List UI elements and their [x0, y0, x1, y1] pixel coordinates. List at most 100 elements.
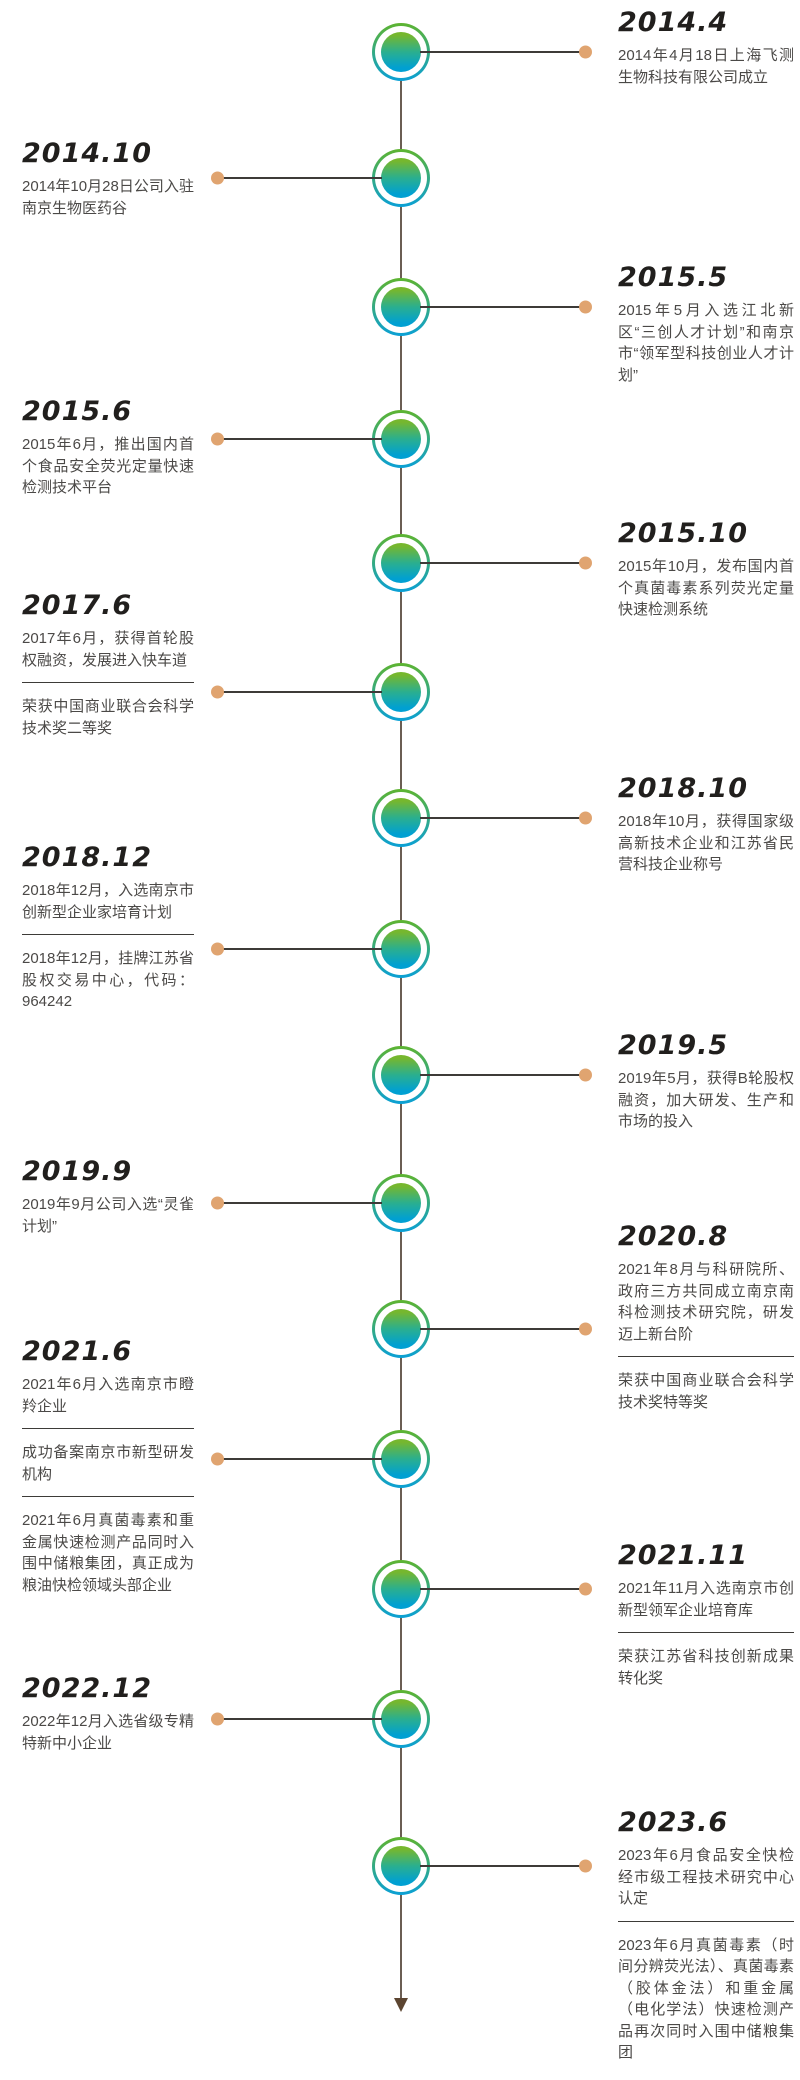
node-gap — [375, 537, 427, 589]
node-ring — [372, 23, 430, 81]
entry-paragraph: 2022年12月入选省级专精特新中小企业 — [22, 1713, 194, 1752]
timeline-node-icon — [372, 1837, 430, 1895]
connector-line — [420, 811, 592, 825]
timeline-entry-2015-10: 2015.10 2015年10月，发布国内首个真菌毒素系列荧光定量快速检测系统 — [618, 519, 794, 621]
connector-line — [420, 1068, 592, 1082]
node-sphere — [381, 1569, 421, 1609]
entry-date: 2014.10 — [22, 138, 152, 169]
connector-dot — [579, 300, 592, 314]
connector-dot — [579, 1068, 592, 1082]
entry-paragraph: 2015年10月，发布国内首个真菌毒素系列荧光定量快速检测系统 — [618, 558, 794, 618]
connector-line — [420, 1859, 592, 1873]
timeline-node-icon — [372, 278, 430, 336]
timeline-entry-2020-8: 2020.8 2021年8月与科研院所、政府三方共同成立南京南科检测技术研究院，… — [618, 1222, 794, 1413]
timeline-entry-2019-5: 2019.5 2019年5月，获得B轮股权融资，加大研发、生产和市场的投入 — [618, 1031, 794, 1133]
entry-paragraph: 2018年12月，入选南京市创新型企业家培育计划 — [22, 882, 194, 921]
connector-dot — [579, 811, 592, 825]
entry-date: 2019.9 — [22, 1156, 133, 1187]
entry-paragraph: 荣获中国商业联合会科学技术奖特等奖 — [618, 1372, 794, 1411]
timeline-entry-2023-6: 2023.6 2023年6月食品安全快检经市级工程技术研究中心认定 2023年6… — [618, 1808, 794, 2064]
entry-date: 2014.4 — [618, 7, 729, 38]
connector-dot — [579, 1322, 592, 1336]
entry-date: 2015.5 — [618, 262, 729, 293]
entry-divider — [618, 1632, 794, 1633]
node-sphere — [381, 1055, 421, 1095]
node-gap — [375, 1049, 427, 1101]
node-ring — [372, 789, 430, 847]
connector-line — [211, 685, 382, 699]
entry-divider — [22, 682, 194, 683]
connector-line — [211, 942, 382, 956]
node-gap — [375, 923, 427, 975]
entry-date: 2019.5 — [618, 1030, 729, 1061]
connector-line — [211, 1196, 382, 1210]
entry-date: 2021.11 — [618, 1540, 748, 1571]
timeline-entry-2017-6: 2017.6 2017年6月，获得首轮股权融资，发展进入快车道 荣获中国商业联合… — [22, 591, 194, 739]
node-gap — [375, 26, 427, 78]
connector-dot — [211, 942, 224, 956]
entry-paragraph: 2014年4月18日上海飞测生物科技有限公司成立 — [618, 47, 794, 86]
node-sphere — [381, 1183, 421, 1223]
node-sphere — [381, 419, 421, 459]
timeline-node-icon — [372, 1046, 430, 1104]
timeline-node-icon — [372, 1430, 430, 1488]
node-ring — [372, 1837, 430, 1895]
timeline-entry-2014-4: 2014.4 2014年4月18日上海飞测生物科技有限公司成立 — [618, 8, 794, 88]
entry-paragraph: 2021年8月与科研院所、政府三方共同成立南京南科检测技术研究院，研发迈上新台阶 — [618, 1261, 794, 1343]
node-ring — [372, 1046, 430, 1104]
entry-date: 2020.8 — [618, 1221, 729, 1252]
connector-line — [211, 171, 382, 185]
entry-paragraph: 2015年6月，推出国内首个食品安全荧光定量快速检测技术平台 — [22, 436, 194, 496]
connector-line — [211, 1712, 382, 1726]
node-sphere — [381, 798, 421, 838]
node-gap — [375, 152, 427, 204]
node-sphere — [381, 287, 421, 327]
timeline-entry-2015-5: 2015.5 2015年5月入选江北新区“三创人才计划”和南京市“领军型科技创业… — [618, 263, 794, 386]
connector-dot — [211, 685, 224, 699]
node-gap — [375, 1840, 427, 1892]
node-sphere — [381, 1439, 421, 1479]
entry-date: 2015.6 — [22, 396, 133, 427]
timeline-node-icon — [372, 410, 430, 468]
entry-date: 2018.10 — [618, 773, 748, 804]
node-gap — [375, 1433, 427, 1485]
entry-paragraph: 成功备案南京市新型研发机构 — [22, 1444, 194, 1483]
entry-paragraph: 2014年10月28日公司入驻南京生物医药谷 — [22, 178, 194, 217]
timeline-node-icon — [372, 789, 430, 847]
connector-dot — [579, 45, 592, 59]
node-ring — [372, 410, 430, 468]
entry-paragraph: 2018年12月，挂牌江苏省股权交易中心，代码：964242 — [22, 950, 194, 1010]
node-gap — [375, 1693, 427, 1745]
node-ring — [372, 1690, 430, 1748]
timeline-entry-2021-6: 2021.6 2021年6月入选南京市瞪羚企业 成功备案南京市新型研发机构 20… — [22, 1337, 194, 1596]
connector-dot — [211, 1452, 224, 1466]
entry-date: 2022.12 — [22, 1673, 152, 1704]
entry-divider — [618, 1356, 794, 1357]
entry-paragraph: 2023年6月真菌毒素（时间分辨荧光法）、真菌毒素（胶体金法）和重金属（电化学法… — [618, 1936, 794, 2062]
entry-paragraph: 2018年10月，获得国家级高新技术企业和江苏省民营科技企业称号 — [618, 813, 794, 873]
connector-dot — [579, 1859, 592, 1873]
entry-date: 2023.6 — [618, 1807, 729, 1838]
entry-paragraph: 2023年6月食品安全快检经市级工程技术研究中心认定 — [618, 1847, 794, 1907]
node-sphere — [381, 543, 421, 583]
connector-line — [420, 300, 592, 314]
node-gap — [375, 1563, 427, 1615]
node-ring — [372, 278, 430, 336]
entry-paragraph: 荣获中国商业联合会科学技术奖二等奖 — [22, 698, 194, 737]
node-gap — [375, 281, 427, 333]
timeline-entry-2018-10: 2018.10 2018年10月，获得国家级高新技术企业和江苏省民营科技企业称号 — [618, 774, 794, 876]
entry-divider — [22, 1496, 194, 1497]
timeline-entry-2019-9: 2019.9 2019年9月公司入选“灵雀计划” — [22, 1157, 194, 1237]
entry-date: 2018.12 — [22, 842, 152, 873]
entry-paragraph: 荣获江苏省科技创新成果转化奖 — [618, 1648, 794, 1687]
node-sphere — [381, 158, 421, 198]
connector-dot — [211, 171, 224, 185]
connector-line — [420, 1582, 592, 1596]
entry-paragraph: 2021年6月真菌毒素和重金属快速检测产品同时入围中储粮集团，真正成为粮油快检领… — [22, 1512, 194, 1594]
entry-paragraph: 2017年6月，获得首轮股权融资，发展进入快车道 — [22, 630, 194, 669]
node-gap — [375, 1177, 427, 1229]
node-sphere — [381, 1699, 421, 1739]
timeline-entry-2021-11: 2021.11 2021年11月入选南京市创新型领军企业培育库 荣获江苏省科技创… — [618, 1541, 794, 1689]
connector-line — [420, 1322, 592, 1336]
node-sphere — [381, 1309, 421, 1349]
